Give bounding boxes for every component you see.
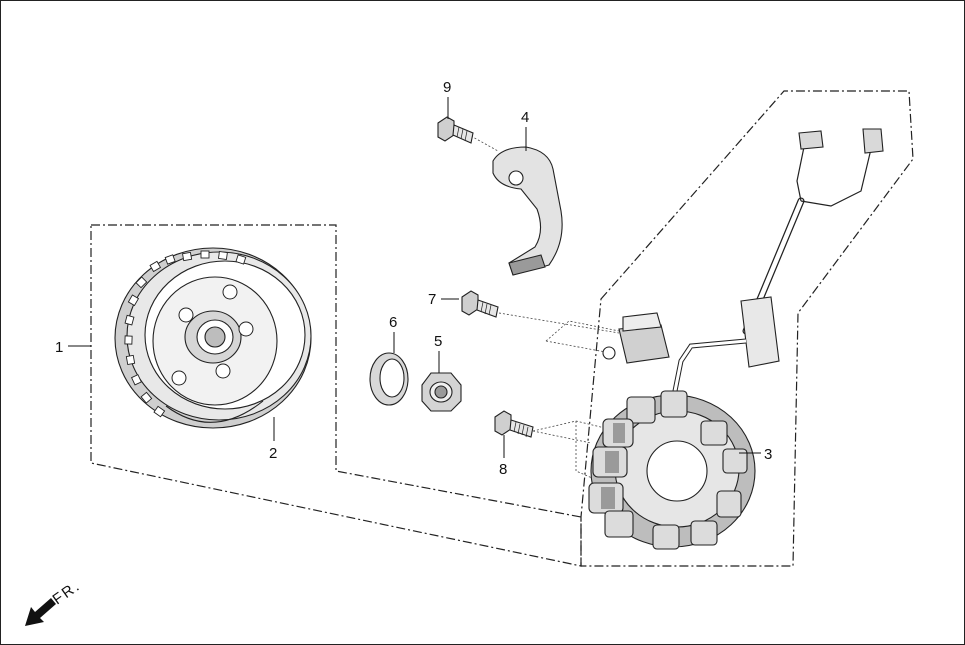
- callout-3: 3: [764, 446, 772, 463]
- front-direction-arrow-icon: [25, 598, 56, 626]
- callout-5: 5: [434, 333, 442, 350]
- callout-leaders: [68, 97, 761, 458]
- callout-1: 1: [55, 339, 63, 356]
- bolt-8: [494, 410, 534, 438]
- callout-7: 7: [428, 291, 436, 308]
- washer-6: [369, 352, 409, 406]
- callout-8: 8: [499, 461, 507, 478]
- pulser-bracket: [492, 146, 563, 276]
- callout-6: 6: [389, 314, 397, 331]
- callout-2: 2: [269, 445, 277, 462]
- bolt-9: [437, 116, 474, 144]
- stator-assembly: [588, 128, 884, 550]
- flywheel-rotor: [114, 247, 312, 429]
- flywheel-group-outline: [90, 224, 582, 567]
- callout-9: 9: [443, 79, 451, 96]
- nut-5: [421, 372, 462, 412]
- callout-4: 4: [521, 109, 529, 126]
- alignment-dotted-lines: [470, 135, 620, 482]
- bolt-7: [461, 290, 499, 318]
- stator-group-outline: [580, 90, 914, 567]
